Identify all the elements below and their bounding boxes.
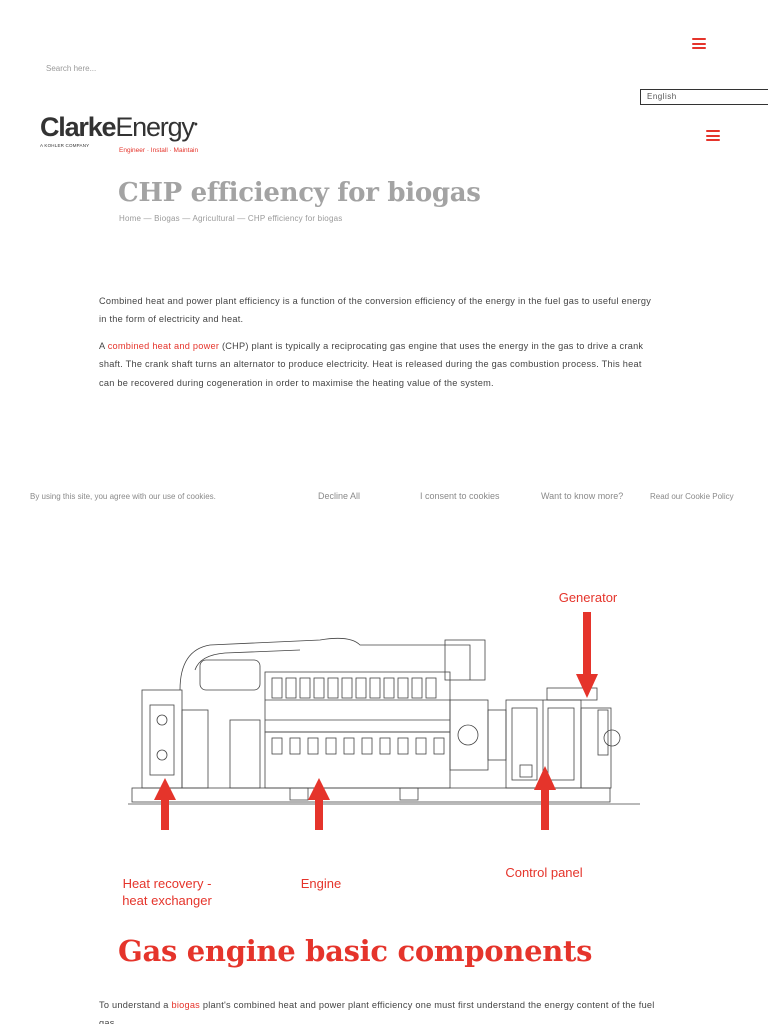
paragraph-intro: Combined heat and power plant efficiency…: [99, 296, 652, 325]
chp-link[interactable]: combined heat and power: [107, 341, 220, 351]
p3-prefix: To understand a: [99, 1000, 172, 1010]
figure-title: Gas engine basic components: [118, 934, 593, 968]
language-select[interactable]: English: [640, 89, 768, 105]
main-menu-icon[interactable]: [706, 130, 720, 141]
tagline: Engineer · Install · Maintain: [119, 147, 199, 154]
cookie-policy-link[interactable]: Read our Cookie Policy: [650, 492, 734, 501]
know-more-link[interactable]: Want to know more?: [541, 491, 624, 501]
logo-subtitle: A KOHLER COMPANY: [40, 143, 90, 148]
search-input[interactable]: [40, 58, 246, 78]
decline-cookies-button[interactable]: Decline All: [318, 491, 361, 501]
p2-suffix: (CHP) plant is typically a reciprocating…: [99, 341, 644, 388]
p3-suffix: plant's combined heat and power plant ef…: [99, 1000, 655, 1024]
gas-engine-diagram: [128, 612, 640, 830]
logo-clarke: Clarke: [40, 112, 117, 142]
logo[interactable]: ClarkeEnergy● A KOHLER COMPANY: [40, 112, 198, 149]
consent-cookies-button[interactable]: I consent to cookies: [420, 491, 500, 501]
page-title: CHP efficiency for biogas: [118, 178, 481, 208]
logo-wordmark: ClarkeEnergy●: [40, 112, 198, 142]
breadcrumb[interactable]: Home — Biogas — Agricultural — CHP effic…: [119, 214, 343, 223]
menu-icon[interactable]: [692, 38, 706, 49]
engine-label: Engine: [300, 876, 342, 891]
generator-label: Generator: [558, 590, 618, 605]
heat-recovery-label: Heat recovery - heat exchanger: [122, 876, 212, 908]
paragraph-biogas: To understand a biogas plant's combined …: [99, 996, 669, 1024]
paragraph-chp: A combined heat and power (CHP) plant is…: [99, 337, 659, 392]
cookie-notice: By using this site, you agree with our u…: [30, 492, 216, 501]
biogas-link[interactable]: biogas: [171, 1000, 201, 1010]
p2-prefix: A: [99, 341, 108, 351]
logo-energy: Energy: [115, 112, 195, 142]
control-panel-label: Control panel: [505, 865, 583, 880]
registered-mark: ●: [193, 121, 198, 128]
